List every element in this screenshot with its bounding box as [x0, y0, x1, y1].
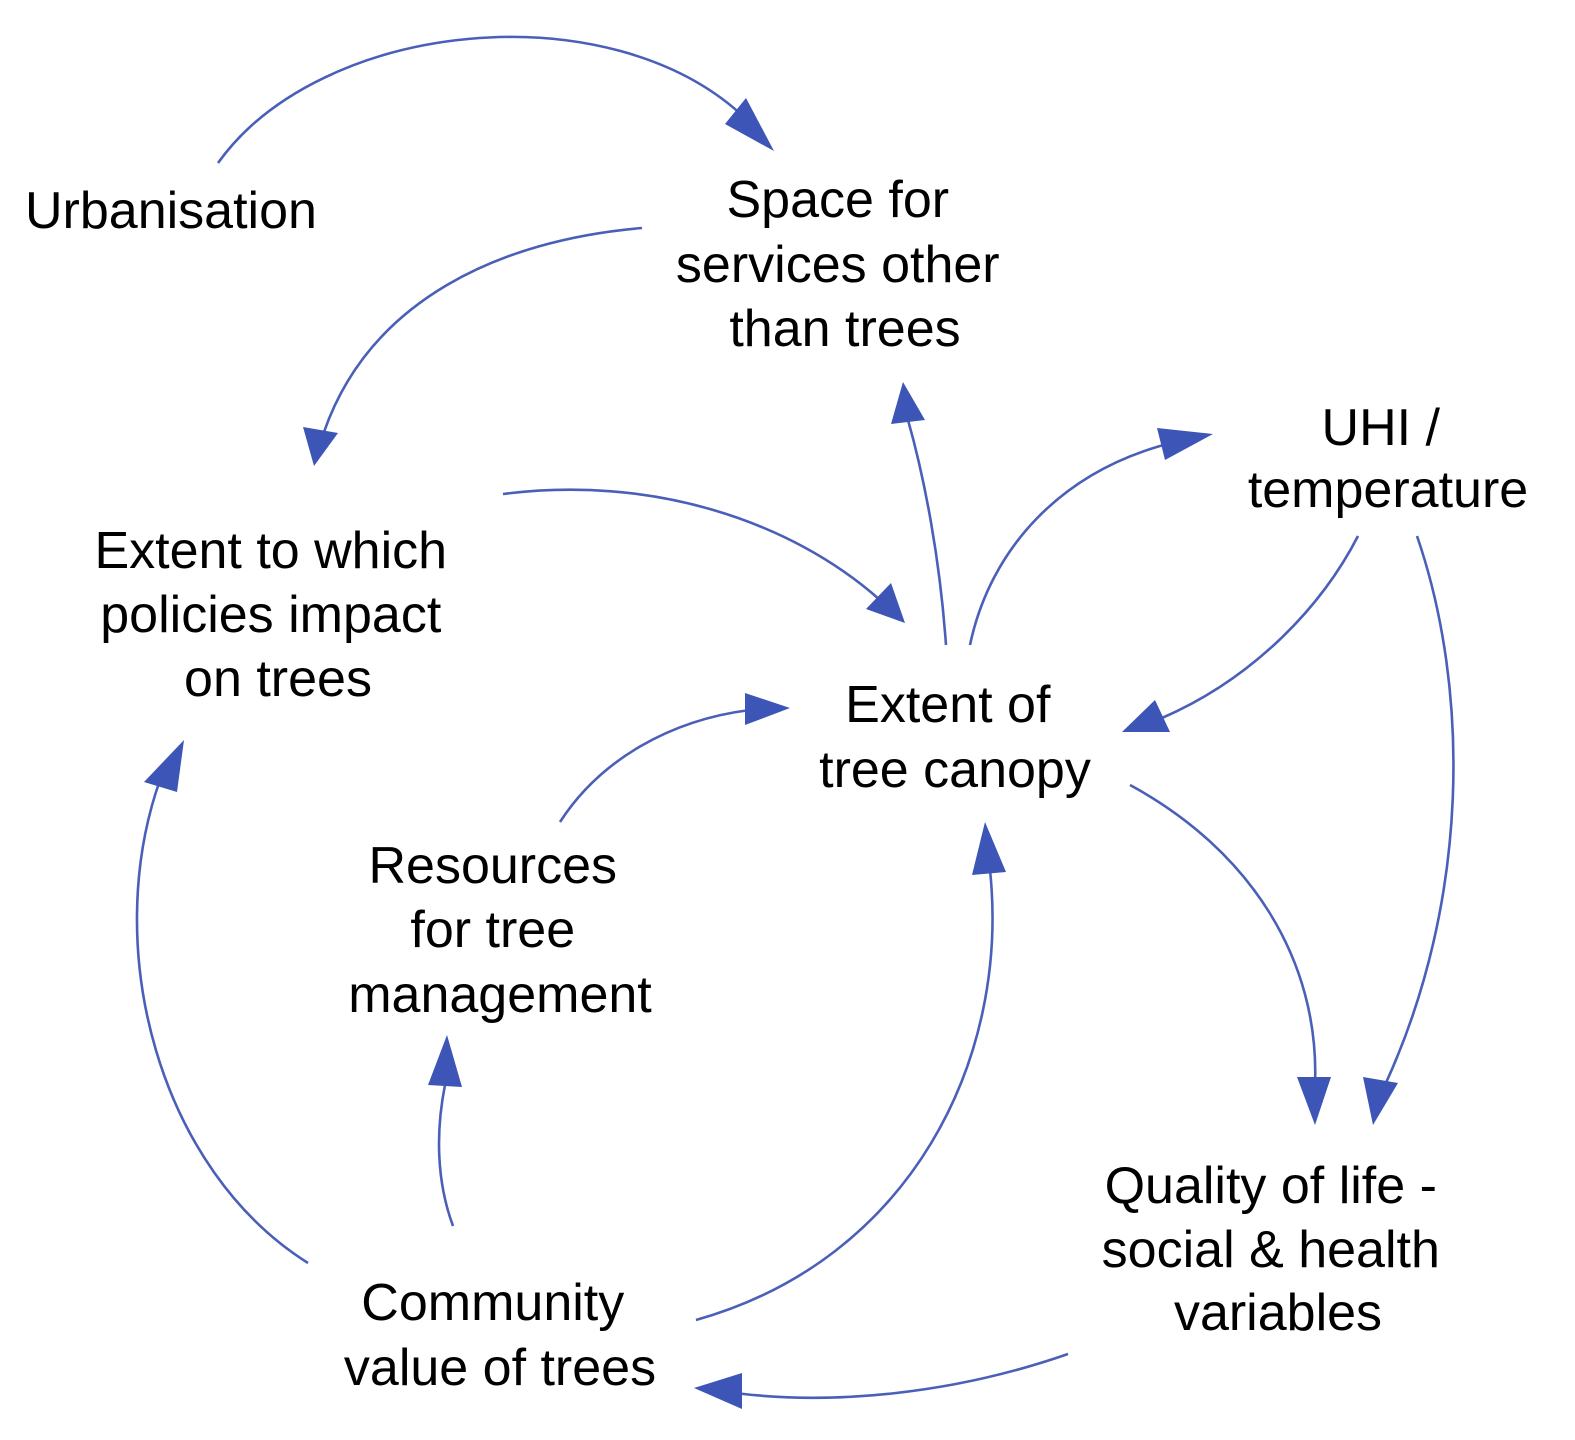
node-quality: Quality of life - social & health variab… [1102, 1157, 1455, 1342]
edges [135, 35, 1455, 1409]
node-space-line-3: than trees [729, 300, 960, 358]
node-community-line-2: value of trees [344, 1339, 656, 1397]
edge-policies-to-canopy [502, 488, 881, 601]
edge-uhi-to-quality [1383, 535, 1455, 1086]
node-quality-line-3: variables [1174, 1284, 1382, 1342]
arrowhead-community-to-policies [144, 740, 184, 792]
node-quality-line-1: Quality of life - [1105, 1157, 1437, 1215]
edge-uhi-to-canopy [1161, 535, 1360, 720]
edge-canopy-to-quality [1129, 783, 1317, 1086]
node-resources-line-1: Resources [368, 837, 617, 895]
arrowhead-community-to-canopy [972, 822, 1006, 875]
edge-community-to-resources [437, 1084, 455, 1227]
edge-canopy-to-space [906, 419, 948, 646]
node-space: Space for services other than trees [676, 171, 1014, 358]
node-space-line-1: Space for [726, 171, 949, 229]
arrowhead-urbanisation-to-space [725, 98, 774, 151]
node-policies: Extent to which policies impact on trees [94, 522, 461, 708]
node-urbanisation: Urbanisation [25, 182, 317, 240]
edge-quality-to-community [734, 1352, 1069, 1400]
edge-community-to-canopy [695, 869, 994, 1322]
node-space-line-2: services other [676, 236, 1000, 294]
node-community: Community value of trees [344, 1274, 656, 1397]
node-urbanisation-line-1: Urbanisation [25, 182, 317, 240]
node-community-line-1: Community [361, 1274, 624, 1332]
edge-space-to-policies [322, 226, 643, 433]
node-uhi-line-2: temperature [1248, 461, 1528, 519]
node-quality-line-2: social & health [1102, 1221, 1440, 1279]
node-policies-line-1: Extent to which [94, 522, 447, 580]
node-resources-line-3: management [348, 966, 652, 1024]
arrowhead-space-to-policies [303, 427, 338, 466]
node-canopy: Extent of tree canopy [819, 676, 1091, 799]
arrowhead-canopy-to-space [891, 382, 925, 424]
node-policies-line-3: on trees [184, 650, 372, 708]
node-canopy-line-2: tree canopy [819, 741, 1091, 799]
arrowhead-canopy-to-uhi [1157, 428, 1213, 460]
arrowhead-community-to-resources [428, 1035, 462, 1087]
node-uhi-line-1: UHI / [1322, 399, 1441, 457]
node-resources-line-2: for tree [410, 901, 575, 959]
arrowhead-canopy-to-quality [1297, 1077, 1331, 1125]
nodes: Urbanisation Space for services other th… [25, 171, 1528, 1397]
edge-community-to-policies [135, 779, 309, 1265]
edge-canopy-to-uhi [968, 440, 1176, 646]
arrowhead-policies-to-canopy [866, 583, 905, 623]
edge-urbanisation-to-space [216, 35, 746, 164]
arrowhead-quality-to-community [694, 1373, 742, 1409]
node-canopy-line-1: Extent of [845, 676, 1051, 734]
node-policies-line-2: policies impact [100, 586, 442, 644]
arrowhead-uhi-to-quality [1363, 1077, 1398, 1125]
node-uhi: UHI / temperature [1248, 399, 1528, 519]
arrowhead-uhi-to-canopy [1122, 700, 1170, 732]
node-resources: Resources for tree management [348, 837, 652, 1024]
edge-resources-to-canopy [558, 708, 751, 823]
arrowhead-resources-to-canopy [745, 693, 790, 725]
